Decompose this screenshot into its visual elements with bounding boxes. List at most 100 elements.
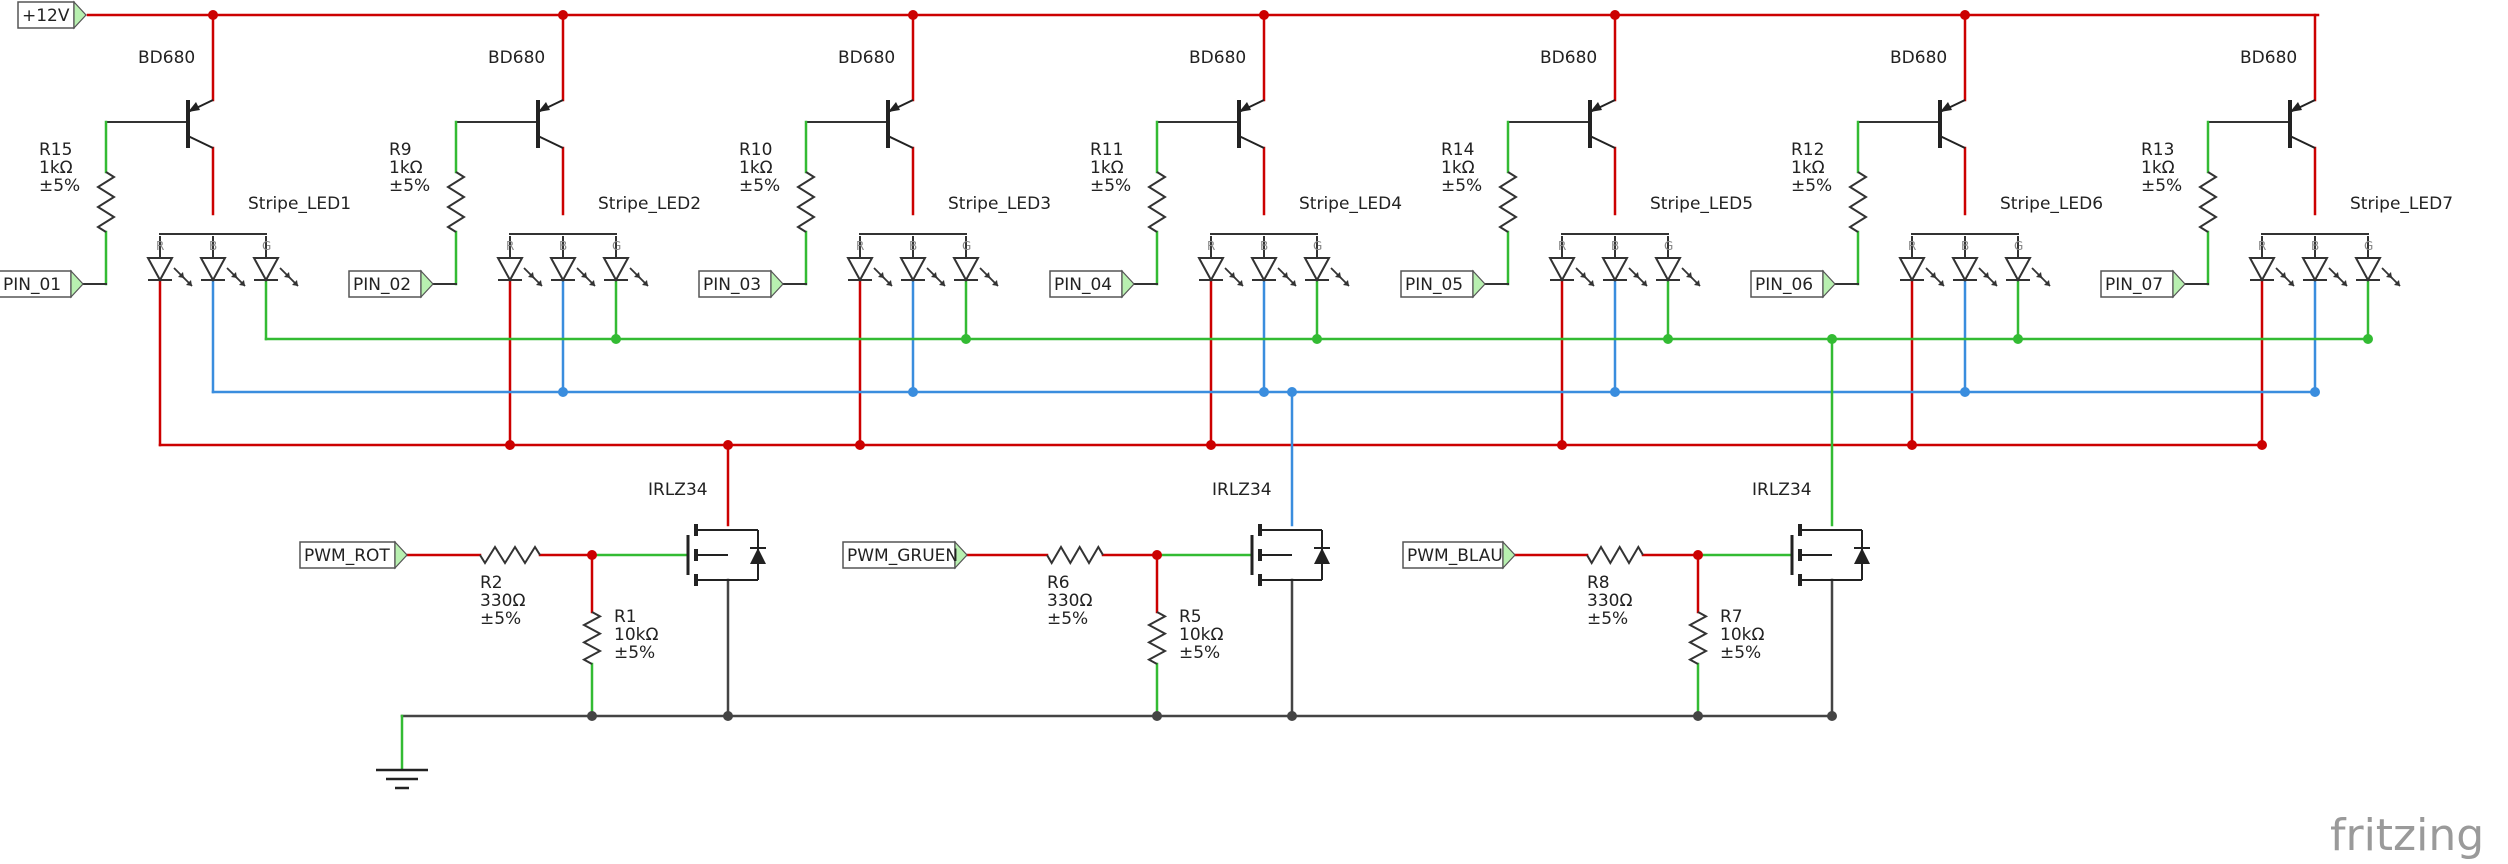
diode-icon (750, 548, 766, 564)
transistor-collector (1939, 135, 1966, 149)
resistor-tolerance: ±5% (1441, 176, 1482, 196)
led-arrowhead (992, 280, 998, 286)
led-blue: B (1250, 236, 1297, 287)
led-letter: B (1961, 239, 1969, 253)
led-triangle (846, 257, 874, 283)
led-letter: G (2014, 239, 2023, 253)
led-triangle (1303, 257, 1331, 283)
led-green: G (952, 236, 999, 287)
resistor-name: R11 (1090, 140, 1123, 160)
resistor-r-ch4 (1147, 171, 1167, 233)
pin-tag-label: PWM_BLAU (1407, 546, 1503, 566)
resistor-tolerance: ±5% (2141, 176, 2182, 196)
led-arrowhead (2288, 280, 2294, 286)
strip-label: Stripe_LED5 (1650, 194, 1753, 214)
pulldown-res-tol: ±5% (1179, 643, 1220, 663)
resistor-name: R15 (39, 140, 72, 160)
led-triangle (2004, 257, 2032, 283)
led-letter: B (559, 239, 567, 253)
pin-tag-box (698, 270, 772, 298)
led-arrowhead (1588, 280, 1594, 286)
led-triangle (2248, 257, 2276, 283)
led-letter: B (1611, 239, 1619, 253)
transistor-arrow (188, 102, 200, 112)
pin-tag-label: PIN_04 (1054, 275, 1112, 295)
led-letter: B (909, 239, 917, 253)
resistor-name: R13 (2141, 140, 2174, 160)
pin-tag-box (1400, 270, 1474, 298)
pulldown-res-value: 10kΩ (1179, 625, 1223, 645)
led-letter: R (156, 239, 164, 253)
led-triangle (2354, 257, 2382, 283)
led-arrowhead (186, 280, 192, 286)
pulldown-res-value: 10kΩ (614, 625, 658, 645)
gate-res-value: 330Ω (1047, 591, 1092, 611)
transistor-collector (1238, 135, 1265, 149)
pin-tag-arrow (1472, 269, 1486, 299)
supply-12v-tag: +12V (17, 0, 87, 30)
led-blue: B (1601, 236, 1648, 287)
strip-label: Stripe_LED2 (598, 194, 701, 214)
led-red: R (1548, 236, 1595, 287)
pulldown-res-value: 10kΩ (1720, 625, 1764, 645)
led-triangle (602, 257, 630, 283)
led-arrowhead (292, 280, 298, 286)
led-arrowhead (1290, 280, 1296, 286)
led-triangle (1601, 257, 1629, 283)
pin-tag-1: PIN_01 (0, 269, 84, 299)
transistor-label: BD680 (2240, 48, 2297, 68)
diode-icon (1854, 548, 1870, 564)
transistor-q5 (1588, 99, 1616, 149)
mosfet-1 (686, 524, 766, 586)
transistor-q7 (2288, 99, 2316, 149)
mosfet-3 (1790, 524, 1870, 586)
led-blue: B (199, 236, 246, 287)
supply-junction (558, 10, 568, 20)
led-letter: R (1908, 239, 1916, 253)
transistor-label: BD680 (1540, 48, 1597, 68)
led-arrowhead (939, 280, 945, 286)
fritzing-brand-label: fritzing (2330, 810, 2484, 861)
gate-res-tol: ±5% (480, 609, 521, 629)
labels-layer: BD680R151kΩ±5%Stripe_LED1BD680R91kΩ±5%St… (39, 48, 2453, 663)
led-letter: R (2258, 239, 2266, 253)
resistor-value: 1kΩ (389, 158, 423, 178)
led-green: G (1303, 236, 1350, 287)
resistor-name: R10 (739, 140, 772, 160)
led-triangle (952, 257, 980, 283)
led-letter: B (209, 239, 217, 253)
ground-symbol-icon (376, 768, 428, 790)
transistor-label: BD680 (1189, 48, 1246, 68)
pulldown-res-name: R5 (1179, 607, 1202, 627)
led-triangle (1548, 257, 1576, 283)
led-triangle (1654, 257, 1682, 283)
pin-tag-arrow (770, 269, 784, 299)
transistor-label: BD680 (488, 48, 545, 68)
led-arrowhead (1938, 280, 1944, 286)
transistor-arrow (538, 102, 550, 112)
pin-tag-arrow (1502, 540, 1516, 570)
mosfet-label: IRLZ34 (1752, 480, 1812, 500)
led-triangle (252, 257, 280, 283)
mosfet-label: IRLZ34 (1212, 480, 1272, 500)
resistor-value: 1kΩ (1090, 158, 1124, 178)
strip-label: Stripe_LED6 (2000, 194, 2103, 214)
resistor-value: 1kΩ (1791, 158, 1825, 178)
gate-resistor-2 (1046, 545, 1104, 565)
resistor-value: 1kΩ (1441, 158, 1475, 178)
led-arrowhead (239, 280, 245, 286)
transistor-collector (187, 135, 214, 149)
gate-resistor-3 (1586, 545, 1644, 565)
transistor-collector (537, 135, 564, 149)
resistor-r-ch5 (1498, 171, 1518, 233)
transistor-q2 (536, 99, 564, 149)
drain-bus-junction (1827, 334, 1837, 344)
transistor-collector (887, 135, 914, 149)
led-green: G (1654, 236, 1701, 287)
pin-tag-arrow (1822, 269, 1836, 299)
resistor-value: 1kΩ (739, 158, 773, 178)
pin-tag-label: PWM_ROT (304, 546, 390, 566)
mosfet-label: IRLZ34 (648, 480, 708, 500)
led-arrowhead (536, 280, 542, 286)
